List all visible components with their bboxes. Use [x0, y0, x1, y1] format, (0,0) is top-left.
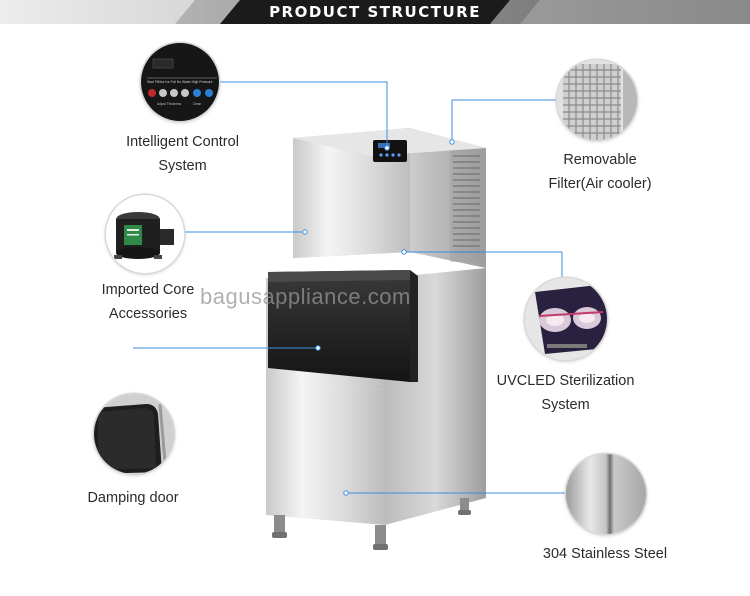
vent-grille — [450, 150, 483, 262]
label-compressor: Imported Core Accessories — [101, 282, 195, 322]
steel-panel-icon — [566, 454, 646, 534]
ice-machine-illustration — [266, 128, 486, 550]
svg-text:Adjust Thickness: Adjust Thickness — [157, 102, 181, 106]
watermark: bagusappliance.com — [200, 284, 411, 309]
label-steel: 304 Stainless Steel — [542, 546, 668, 562]
control-panel-icon: Start Fill/Ice Ice Full No Water High Pr… — [141, 43, 219, 121]
label-control: Intelligent Control System — [126, 134, 239, 174]
filter-grid-icon — [557, 60, 637, 140]
svg-text:Clean: Clean — [193, 102, 202, 106]
damping-door-icon — [94, 394, 174, 474]
label-filter: Removable Filter(Air cooler) — [548, 152, 652, 192]
damping-door — [268, 270, 410, 382]
label-uvc: UVCLED Sterilization System — [496, 373, 635, 413]
uv-lamp-icon — [525, 278, 607, 360]
svg-text:Start Fill/Ice Ice Full No Wat: Start Fill/Ice Ice Full No Water High Pr… — [147, 80, 213, 84]
label-door: Damping door — [87, 490, 179, 506]
page-title: PRODUCT STRUCTURE — [269, 3, 481, 21]
compressor-icon — [106, 195, 184, 273]
header-banner — [0, 0, 750, 24]
